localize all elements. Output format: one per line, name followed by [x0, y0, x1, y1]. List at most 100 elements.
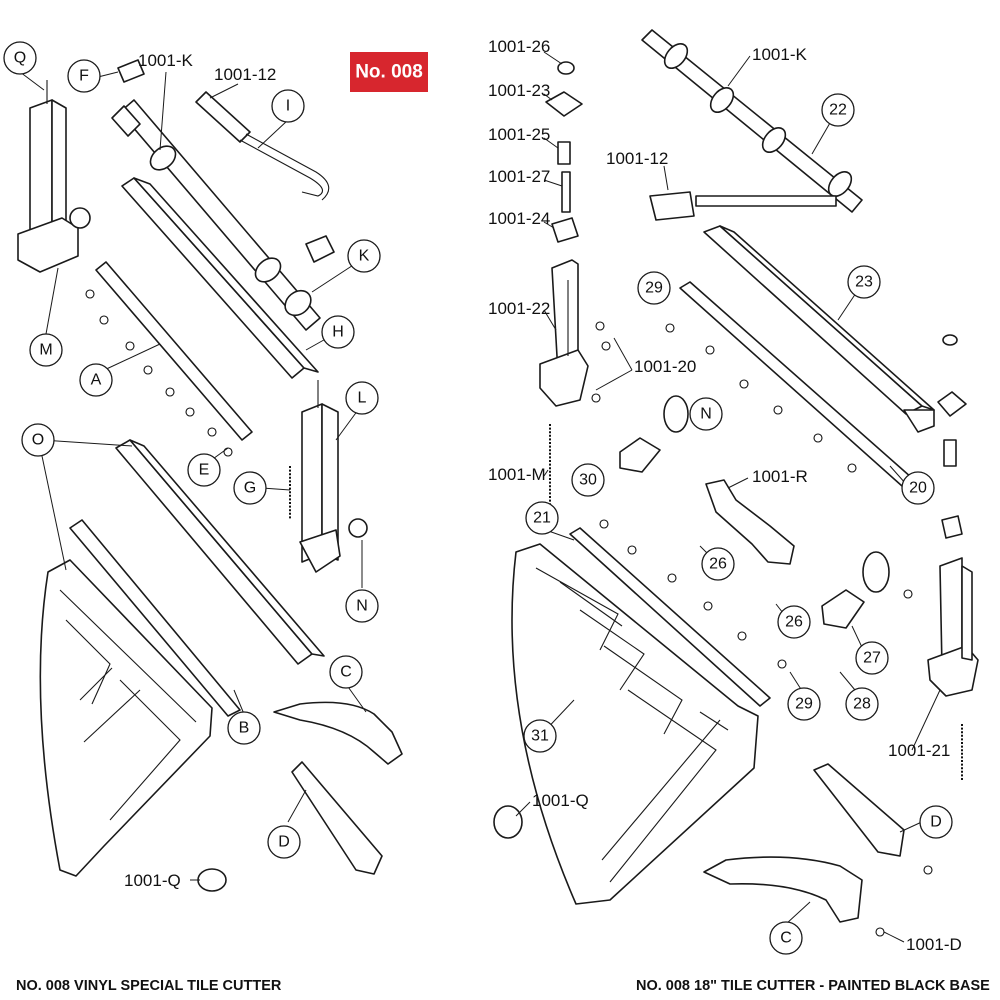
base-right-drawing — [511, 543, 759, 905]
callout-26-lower: 26 — [777, 605, 811, 639]
callout-22: 22 — [821, 93, 855, 127]
label-1001-22: 1001-22 — [488, 299, 550, 318]
svg-text:D: D — [278, 834, 290, 851]
callout-i: I — [271, 89, 305, 123]
label-1001-r: 1001-R — [752, 467, 808, 486]
guide-rod-right-drawing — [641, 29, 863, 213]
label-1001-12-right: 1001-12 — [606, 149, 668, 168]
label-1001-26: 1001-26 — [488, 37, 550, 56]
callout-n-right: N — [689, 397, 723, 431]
callout-c-right: C — [769, 921, 803, 955]
part-1001-27-drawing — [561, 171, 571, 213]
part-1001-24-drawing — [551, 217, 579, 243]
svg-text:G: G — [244, 480, 256, 497]
svg-text:A: A — [91, 372, 102, 389]
svg-text:23: 23 — [855, 274, 873, 291]
part-k-block-drawing — [305, 235, 335, 263]
svg-text:N: N — [356, 598, 368, 615]
callout-a: A — [79, 363, 113, 397]
label-1001-k-right: 1001-K — [752, 45, 807, 64]
plate-1001-r-drawing — [705, 479, 795, 565]
bar-a-drawing — [95, 261, 253, 441]
screws-right — [591, 321, 933, 937]
column-l-drawing — [289, 380, 368, 573]
wheel-right-drawing — [862, 551, 890, 593]
svg-text:28: 28 — [853, 696, 871, 713]
column-1001-21-drawing — [927, 557, 979, 697]
callout-21: 21 — [525, 501, 559, 535]
svg-text:21: 21 — [533, 510, 551, 527]
svg-text:Q: Q — [14, 50, 26, 67]
svg-text:No. 008: No. 008 — [355, 62, 423, 83]
base-left-drawing — [39, 559, 213, 877]
callout-c-left: C — [329, 655, 363, 689]
callout-n-left: N — [345, 589, 379, 623]
svg-text:K: K — [359, 248, 370, 265]
rail-h-drawing — [121, 177, 319, 379]
svg-text:26: 26 — [709, 556, 727, 573]
callout-23: 23 — [847, 265, 881, 299]
callout-k: K — [347, 239, 381, 273]
caption-right: NO. 008 18" TILE CUTTER - PAINTED BLACK … — [636, 978, 990, 994]
svg-text:29: 29 — [795, 696, 813, 713]
callout-d-left: D — [267, 825, 301, 859]
block-30-drawing — [619, 437, 661, 473]
svg-text:B: B — [239, 720, 250, 737]
svg-text:D: D — [930, 814, 942, 831]
small-part-right-3 — [943, 439, 957, 467]
svg-text:30: 30 — [579, 472, 597, 489]
svg-text:31: 31 — [531, 728, 549, 745]
callout-20: 20 — [901, 471, 935, 505]
label-1001-21: 1001-21 — [888, 741, 950, 760]
part-1001-23-drawing — [545, 91, 583, 117]
callout-o: O — [21, 423, 55, 457]
callout-h: H — [321, 315, 355, 349]
part-d-right-drawing — [813, 763, 905, 857]
label-1001-24: 1001-24 — [488, 209, 550, 228]
column-1001-22-drawing — [539, 259, 589, 407]
svg-text:26: 26 — [785, 614, 803, 631]
part-c-left-drawing — [273, 701, 403, 765]
knob-left-drawing — [197, 868, 227, 892]
label-1001-m: 1001-M — [488, 465, 546, 484]
callout-f: F — [67, 59, 101, 93]
callout-31: 31 — [523, 719, 557, 753]
part-d-left-drawing — [291, 761, 383, 875]
callout-q: Q — [3, 41, 37, 75]
callout-e: E — [187, 453, 221, 487]
callout-26-upper: 26 — [701, 547, 735, 581]
svg-text:L: L — [358, 390, 367, 407]
label-1001-d: 1001-D — [906, 935, 962, 954]
caption-left: NO. 008 VINYL SPECIAL TILE CUTTER — [16, 978, 282, 994]
svg-text:E: E — [199, 462, 210, 479]
svg-text:22: 22 — [829, 102, 847, 119]
model-badge: No. 008 — [350, 52, 428, 92]
svg-text:N: N — [700, 406, 712, 423]
wheel-n-right-drawing — [663, 395, 689, 433]
svg-text:C: C — [780, 930, 792, 947]
svg-text:27: 27 — [863, 650, 881, 667]
callout-29-bottom: 29 — [787, 687, 821, 721]
svg-text:O: O — [32, 432, 44, 449]
label-1001-23: 1001-23 — [488, 81, 550, 100]
svg-text:20: 20 — [909, 480, 927, 497]
label-1001-q-right: 1001-Q — [532, 791, 589, 810]
guide-rod-drawing — [111, 99, 321, 331]
left-exploded-view: Q F 1001-K 1001-12 I K H M A O E G L N B… — [3, 41, 403, 892]
callout-m: M — [29, 333, 63, 367]
column-q-drawing — [17, 80, 91, 273]
label-1001-20: 1001-20 — [634, 357, 696, 376]
svg-text:M: M — [39, 342, 52, 359]
bar-21-drawing — [569, 527, 771, 707]
callout-30: 30 — [571, 463, 605, 497]
label-1001-25: 1001-25 — [488, 125, 550, 144]
part-1001-26-drawing — [557, 61, 575, 75]
small-part-right-1 — [942, 334, 958, 346]
svg-text:F: F — [79, 68, 89, 85]
callout-29-top: 29 — [637, 271, 671, 305]
rail-23-drawing — [703, 225, 935, 433]
svg-text:C: C — [340, 664, 352, 681]
callout-g: G — [233, 471, 267, 505]
block-27-drawing — [821, 589, 865, 629]
part-f-drawing — [117, 59, 145, 83]
